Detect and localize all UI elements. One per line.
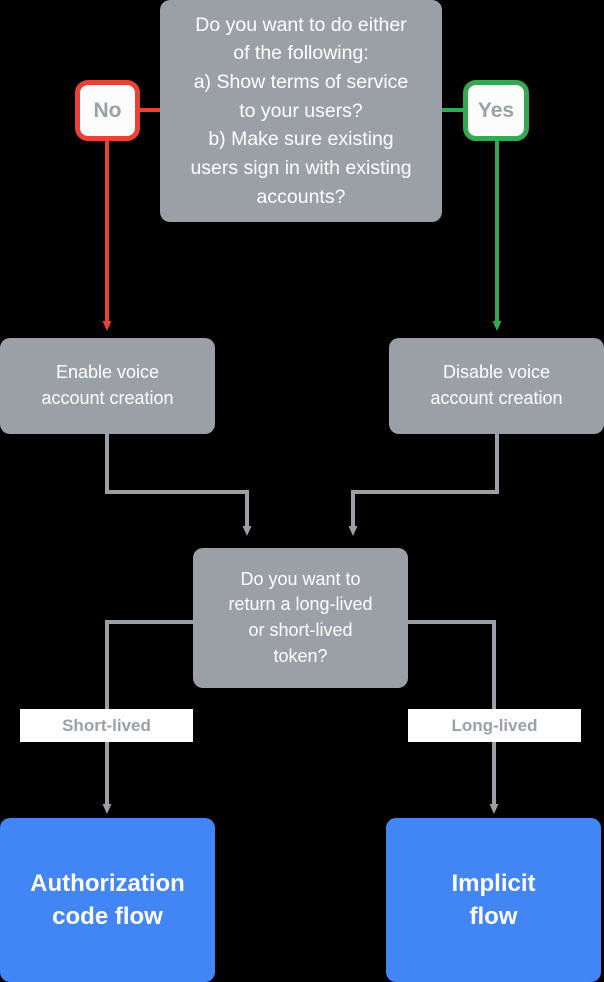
process-node-disable-voice-account-creation: Disable voice account creation bbox=[389, 338, 604, 434]
connector-disable-to-token-question bbox=[348, 434, 499, 536]
decision-node-token-lifetime: Do you want to return a long-lived or sh… bbox=[193, 548, 408, 688]
branch-pill-no[interactable]: No bbox=[75, 80, 140, 141]
terminal-node-authorization-code-flow: Authorization code flow bbox=[0, 818, 215, 982]
terminal-node-implicit-flow: Implicit flow bbox=[386, 818, 601, 982]
process-node-enable-voice-account-creation: Enable voice account creation bbox=[0, 338, 215, 434]
decision-node-terms-and-existing-users: Do you want to do either of the followin… bbox=[160, 0, 442, 222]
connector-enable-to-token-question bbox=[105, 434, 252, 536]
branch-pill-yes[interactable]: Yes bbox=[463, 80, 529, 141]
edge-label-long-lived: Long-lived bbox=[408, 709, 581, 742]
edge-label-short-lived: Short-lived bbox=[20, 709, 193, 742]
